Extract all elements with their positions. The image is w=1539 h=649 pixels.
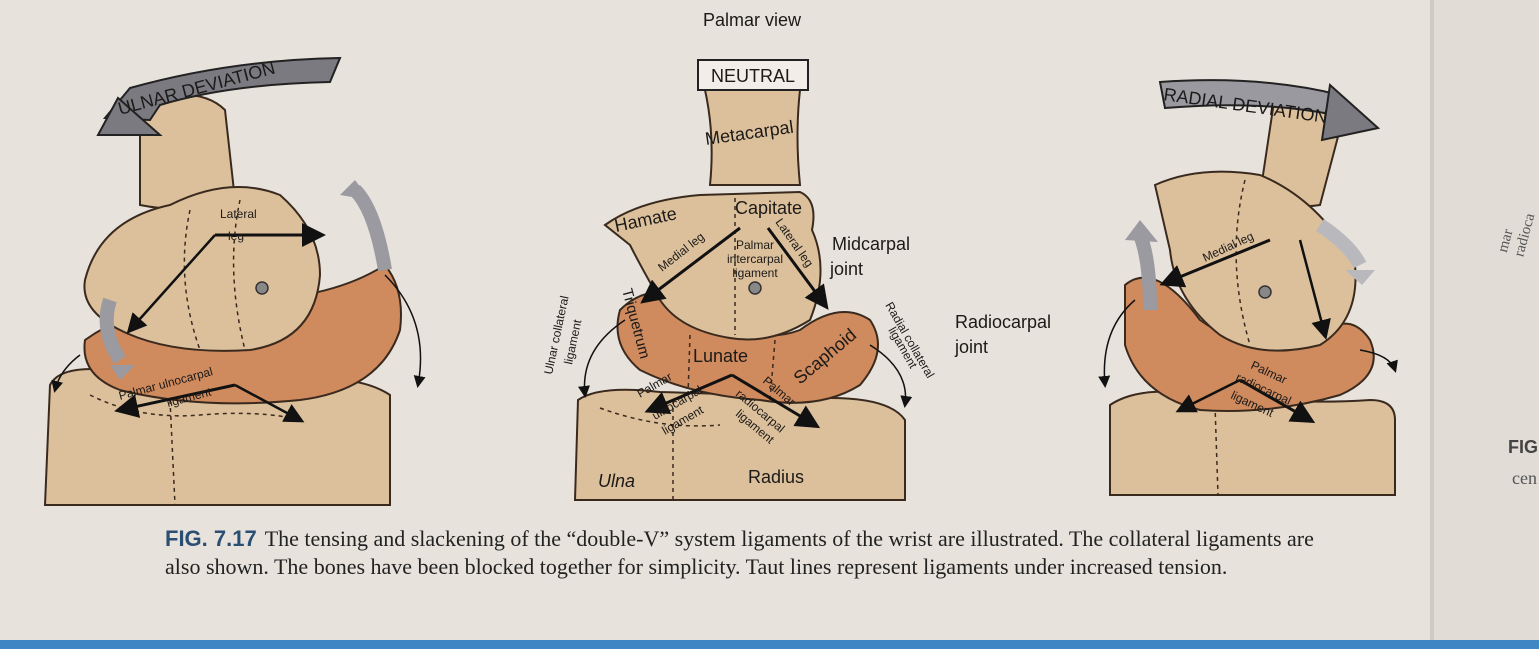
figure-caption-text: The tensing and slackening of the “doubl… xyxy=(165,526,1314,579)
palmar-intercarpal-label-3: ligament xyxy=(732,266,778,280)
ulnar-lateral-leg-label-1: Lateral xyxy=(220,207,257,221)
figure-number: FIG. 7.17 xyxy=(165,526,257,551)
capitate-label: Capitate xyxy=(735,198,802,218)
edge-fig-fragment: FIG. xyxy=(1508,437,1539,457)
ulnar-deviation-panel: ULNAR DEVIATION Lateral leg Palmar ulnoc… xyxy=(43,56,426,506)
neutral-banner xyxy=(697,59,809,91)
neutral-label: NEUTRAL xyxy=(711,66,795,86)
edge-cen-fragment: cen xyxy=(1512,468,1537,488)
radiocarpal-joint-label-1: Radiocarpal xyxy=(955,312,1051,332)
palmar-intercarpal-label-2: intercarpal xyxy=(727,252,783,266)
radial-deviation-panel: RADIAL DEVIATION Medial leg Palmar radio… xyxy=(1098,79,1398,496)
radius-label: Radius xyxy=(748,467,804,487)
palmar-intercarpal-label-1: Palmar xyxy=(736,238,774,252)
palmar-view-title: Palmar view xyxy=(703,10,802,30)
page-gutter-shadow xyxy=(1430,0,1539,649)
radial-distal-row xyxy=(1153,170,1357,352)
ulna-label: Ulna xyxy=(598,471,635,491)
ulnar-banner-arrow xyxy=(96,56,342,136)
ulnar-lateral-leg-label-2: leg xyxy=(228,229,244,243)
radiocarpal-joint-label-2: joint xyxy=(954,337,988,357)
accent-bar xyxy=(0,640,1539,649)
midcarpal-joint-label-1: Midcarpal xyxy=(832,234,910,254)
midcarpal-joint-label-2: joint xyxy=(829,259,863,279)
neutral-metacarpal xyxy=(703,89,802,186)
ulnar-distal-row xyxy=(83,186,322,352)
neutral-panel: Palmar view NEUTRAL Metacarpal Hamate Ca… xyxy=(541,10,1051,501)
radial-banner-arrow xyxy=(1158,79,1381,142)
lunate-label: Lunate xyxy=(693,346,748,366)
